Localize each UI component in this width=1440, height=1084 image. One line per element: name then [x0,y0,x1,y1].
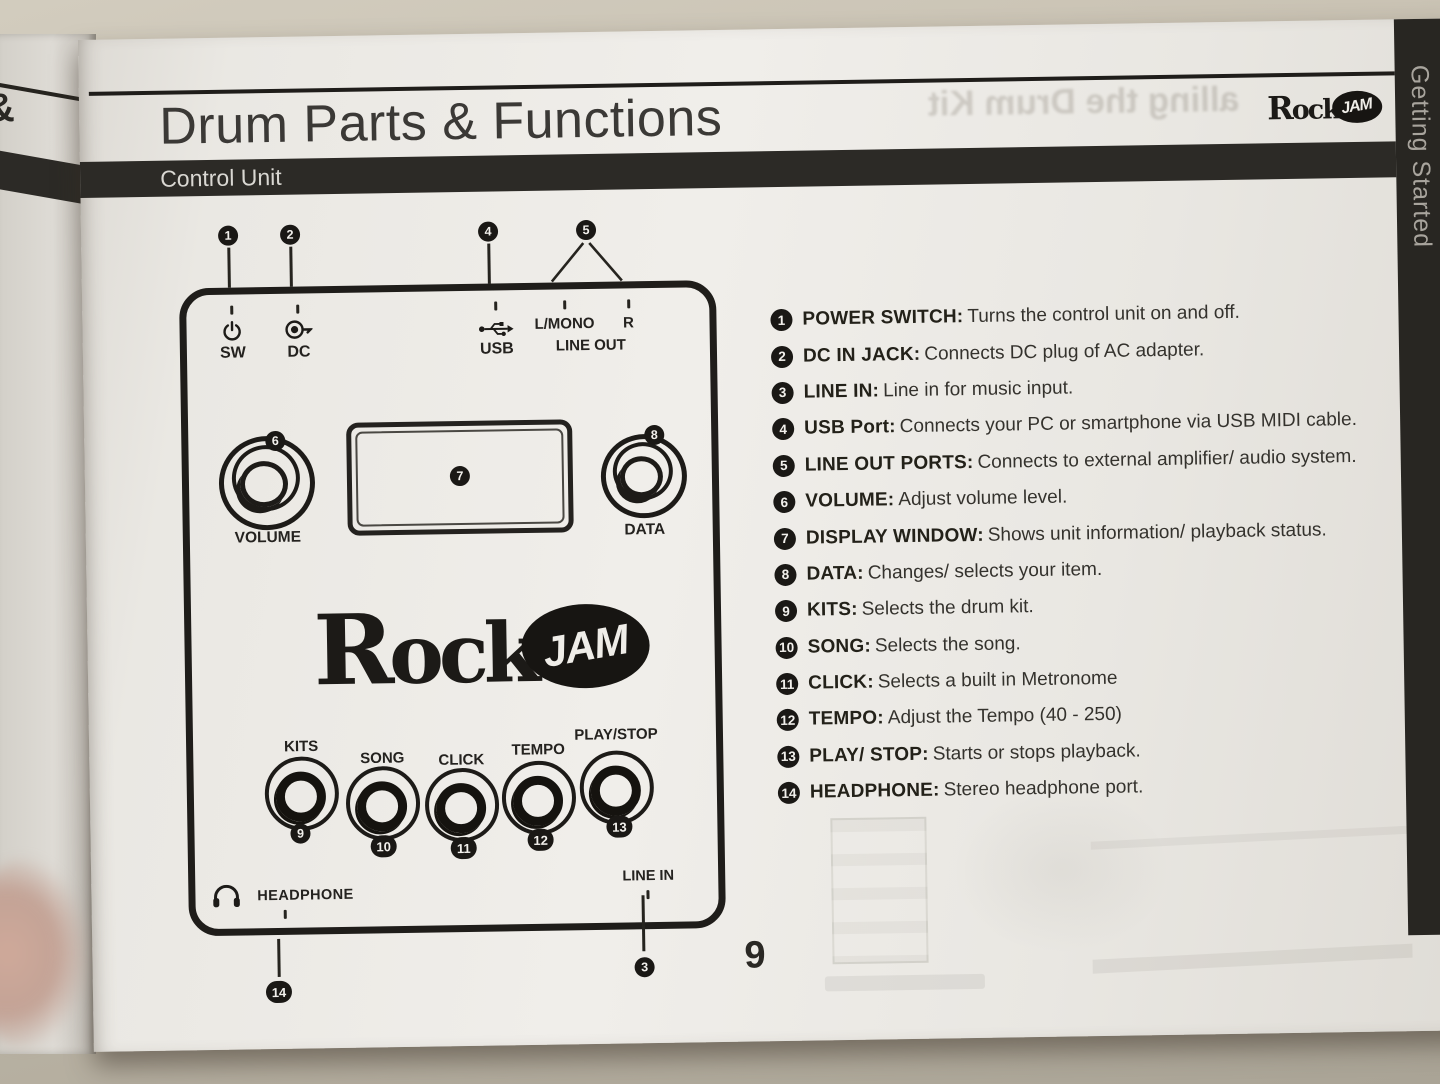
callout-badge: 12 [776,709,799,732]
leader-line [487,243,491,284]
port-mark [627,299,631,309]
callout-badge: 14 [777,782,801,805]
port-label-lmono: L/MONO [534,314,595,333]
button-label: TEMPO [511,740,566,759]
port-mark [494,301,498,311]
callout-badge: 4 [772,418,795,441]
brand-logo: Rock JAM [313,588,651,707]
port-label-r: R [622,314,635,332]
callout-badge-9: 9 [290,823,311,844]
brand-rock-text: Rock [1266,88,1340,128]
bleed-through-artifact [824,973,986,992]
dc-jack-icon [285,320,313,339]
port-mark [646,890,650,900]
button-label: CLICK [438,751,485,769]
function-text: KITS:Selects the drum kit. [806,596,1034,621]
function-text: PLAY/ STOP:Starts or stops playback. [809,740,1141,767]
port-mark [283,909,287,919]
headphone-label: HEADPHONE [257,886,354,905]
function-text: LINE IN:Line in for music input. [803,377,1074,403]
button-label: PLAY/STOP [574,725,658,744]
leader-line [227,247,231,288]
function-text: VOLUME:Adjust volume level. [805,486,1068,512]
button-label: KITS [283,737,319,756]
power-icon [223,320,241,341]
function-text: LINE OUT PORTS:Connects to external ampl… [804,445,1357,476]
callout-badge: 10 [775,636,798,659]
port-label-usb: USB [479,340,514,358]
function-text: DISPLAY WINDOW:Shows unit information/ p… [805,518,1327,549]
callout-badge-11: 11 [450,836,477,860]
section-title: Control Unit [159,163,282,192]
volume-label: VOLUME [234,528,302,547]
function-text: DC IN JACK:Connects DC plug of AC adapte… [802,338,1205,367]
port-mark [563,300,567,310]
leader-line-fork [550,242,623,283]
port-label-lineout: LINE OUT [555,336,626,355]
function-text: POWER SWITCH:Turns the control unit on a… [802,301,1241,330]
functions-list: 1 POWER SWITCH:Turns the control unit on … [770,292,1418,811]
brand-jam-text: JAM [539,615,632,677]
usb-icon [478,321,514,337]
callout-badge-2: 2 [279,224,301,245]
callout-badge: 5 [772,454,795,477]
callout-badge-14: 14 [265,980,293,1004]
volume-knob [218,435,316,532]
brand-jam-text: JAM [1340,95,1374,118]
bleed-through-title: alling the Drum Kit [927,79,1240,124]
function-text: CLICK:Selects a built in Metronome [808,667,1118,694]
callout-badge: 13 [777,745,800,768]
button-label: SONG [360,749,405,768]
control-unit-panel: SW DC USB L/MONO R LI [178,280,727,937]
bleed-through-artifact [830,816,929,965]
callout-badge: 9 [774,600,798,623]
callout-badge-4: 4 [477,221,499,242]
brand-jam-oval: JAM [1331,90,1383,124]
side-tab-label: Getting Started [1405,64,1437,249]
port-mark [296,304,300,314]
callout-badge: 11 [776,672,799,696]
manual-page: alling the Drum Kit Drum Parts & Functio… [78,18,1440,1052]
brand-logo: Rock JAM [1266,88,1383,128]
callout-badge-13: 13 [606,815,633,838]
callout-badge: 1 [770,309,793,332]
callout-badge: 2 [770,345,794,368]
line-in-label: LINE IN [622,867,675,885]
function-text: HEADPHONE:Stereo headphone port. [809,776,1144,803]
callout-badge-10: 10 [370,835,397,858]
function-text: TEMPO:Adjust the Tempo (40 - 250) [808,704,1123,731]
leader-line [277,938,281,977]
display-window: 7 [346,419,574,536]
brand-jam-oval: JAM [520,603,651,690]
callout-badge: 3 [771,381,794,405]
callout-badge-3: 3 [634,957,655,978]
callout-badge-1: 1 [217,225,239,246]
data-knob [600,433,688,520]
page-title: Drum Parts & Functions [158,88,723,156]
partial-glyph: & [0,86,15,131]
function-text: SONG:Selects the song. [807,632,1021,658]
port-label-dc: DC [287,343,311,361]
callout-badge: 8 [774,563,797,587]
data-label: DATA [624,520,666,539]
port-mark [230,305,234,315]
bleed-through-artifact [1090,825,1413,974]
port-label-sw: SW [219,344,246,362]
callout-badge: 7 [773,527,797,550]
leader-line [289,246,293,287]
callout-badge-12: 12 [527,828,554,852]
headphone-icon [213,884,240,908]
callout-badge: 6 [773,490,796,514]
brand-rock-text: Rock [312,592,537,708]
page-number: 9 [744,934,766,977]
function-text: DATA:Changes/ selects your item. [806,558,1103,585]
function-text: USB Port:Connects your PC or smartphone … [804,409,1358,439]
